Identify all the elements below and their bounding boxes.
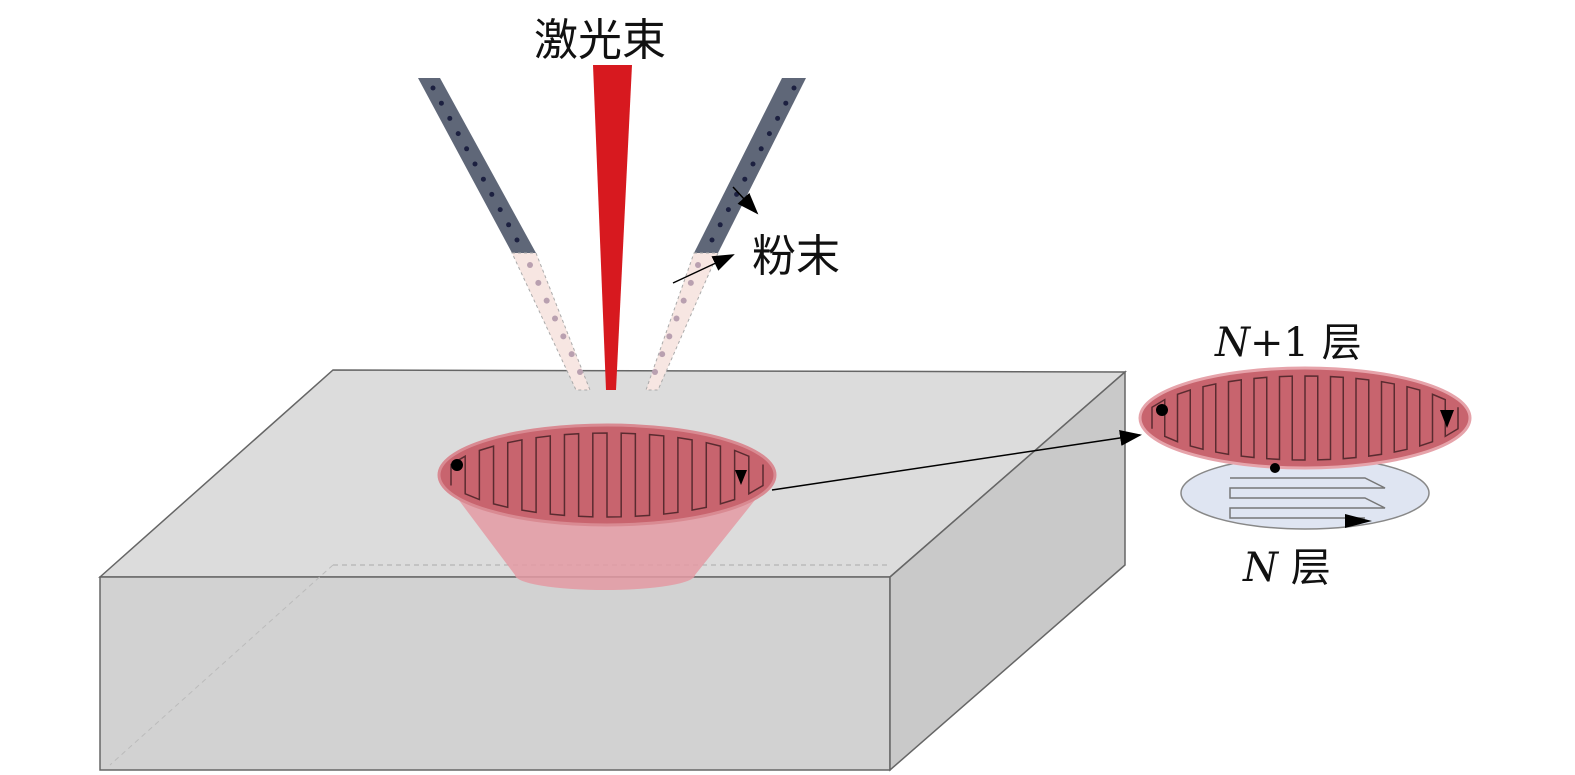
substrate-front-face	[99, 576, 891, 771]
powder-particle	[472, 161, 478, 167]
powder-particle	[750, 161, 756, 167]
scan-start-dot	[451, 459, 463, 471]
substrate-side-face	[889, 370, 1126, 772]
powder-particle	[717, 222, 723, 228]
layer-n-end-arrow-icon	[1345, 514, 1372, 528]
powder-pointer-arrow	[672, 254, 735, 284]
powder-particle	[680, 297, 687, 304]
powder-label: 粉末	[752, 231, 840, 282]
layer-n	[1180, 456, 1430, 530]
powder-particle	[709, 237, 715, 243]
powder-particle	[673, 315, 680, 322]
powder-particle	[742, 176, 748, 182]
laser-beam-label: 激光束	[534, 15, 666, 66]
powder-particle	[659, 351, 666, 358]
powder-particle	[497, 207, 503, 213]
powder-particle	[775, 115, 781, 121]
powder-particle	[766, 131, 772, 137]
powder-particle	[652, 369, 658, 375]
powder-particle	[514, 237, 520, 243]
scan-end-arrow-icon	[735, 470, 747, 485]
powder-particle	[695, 262, 701, 268]
layer-n-suffix: 层	[1278, 545, 1331, 591]
powder-particle	[552, 315, 558, 322]
powder-particle	[430, 85, 436, 91]
powder-particle	[455, 131, 461, 137]
layer-n-plus-1-label: N+1 层	[1215, 310, 1362, 368]
layer-n-variable: N	[1243, 545, 1278, 591]
powder-particle	[725, 207, 731, 213]
powder-particle	[758, 146, 764, 152]
powder-particle	[687, 279, 694, 286]
left-powder-nozzle	[418, 78, 591, 391]
powder-particle	[535, 279, 542, 286]
laser-beam	[593, 65, 632, 390]
powder-particle	[791, 85, 797, 91]
melt-pool	[437, 423, 777, 590]
right-powder-nozzle	[645, 78, 806, 391]
powder-particle	[783, 100, 789, 106]
layer-n-plus-1-suffix: +1 层	[1250, 320, 1362, 366]
powder-particle	[666, 333, 673, 340]
layer-n-label: N 层	[1243, 535, 1331, 593]
powder-particle	[480, 176, 486, 182]
powder-particle	[560, 333, 567, 340]
powder-particle	[438, 100, 444, 106]
powder-particle	[447, 115, 453, 121]
powder-particle	[489, 191, 495, 197]
zoom-leader-arrow	[771, 430, 1142, 491]
powder-particle	[506, 222, 512, 228]
powder-particle	[543, 297, 550, 304]
powder-particle	[568, 351, 575, 358]
layer-n-plus-1-variable: N	[1215, 320, 1250, 366]
layer-n-plus-1	[1138, 366, 1472, 473]
powder-particle	[527, 262, 533, 268]
powder-pointer-arrow	[732, 186, 759, 215]
powder-particle	[464, 146, 470, 152]
powder-particle	[577, 369, 583, 375]
scan-path-serpentine	[450, 432, 764, 518]
